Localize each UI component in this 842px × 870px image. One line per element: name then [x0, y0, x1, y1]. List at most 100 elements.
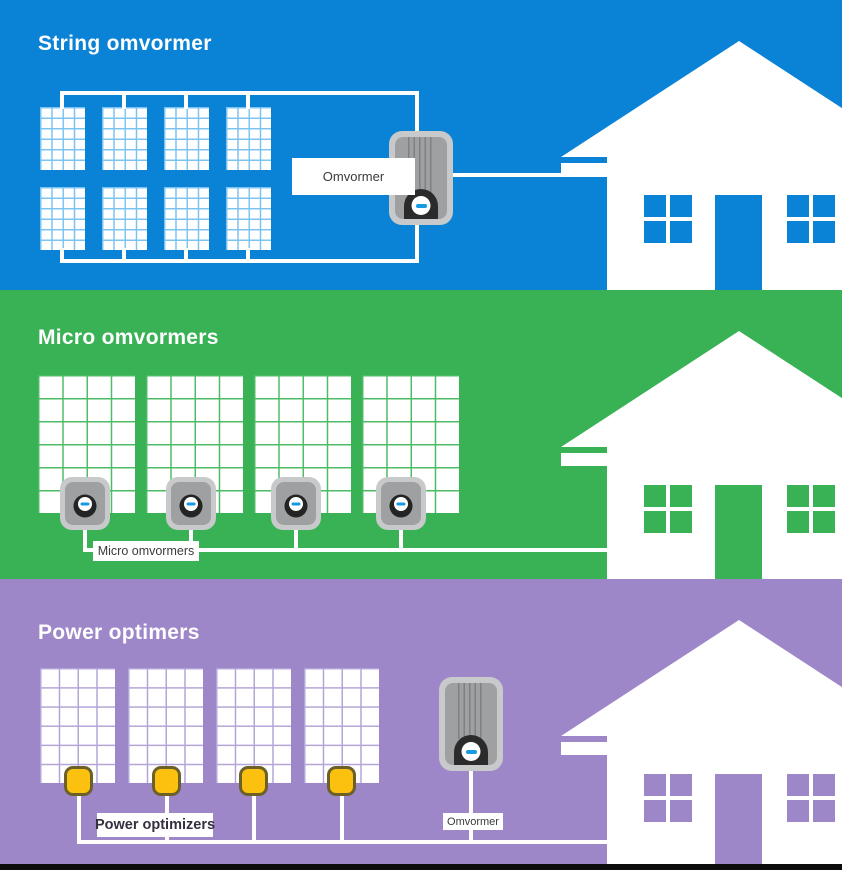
inverter-vent-stripes — [458, 683, 484, 739]
string-inverter-icon — [439, 677, 503, 771]
house-window — [644, 195, 692, 243]
window-pane — [670, 195, 692, 217]
string-inverter-icon — [389, 131, 453, 225]
power-optimizer-icon — [64, 766, 93, 796]
wire-bus — [77, 840, 607, 844]
window-pane — [670, 221, 692, 243]
wire-top-bus — [60, 91, 419, 95]
house-roof-icon — [561, 620, 842, 736]
footer-bar — [0, 864, 842, 870]
wire-stub — [340, 796, 344, 844]
window-pane — [813, 221, 835, 243]
power-optimizer-icon — [327, 766, 356, 796]
section-title: Micro omvormers — [38, 326, 219, 349]
wire-stub — [184, 248, 188, 261]
section-micro-inverters: Micro omvormers — [0, 290, 842, 579]
inverter-indicator-dash — [465, 749, 477, 754]
solar-panel — [226, 187, 271, 250]
wire-stub — [83, 530, 87, 552]
power-optimizer-icon — [152, 766, 181, 796]
inverter-face — [395, 137, 447, 219]
wire-bottom-bus — [60, 259, 419, 263]
window-pane — [813, 485, 835, 507]
inverter-indicator-arch — [454, 735, 488, 765]
section-power-optimizers: Power optimers — [0, 579, 842, 864]
window-pane — [787, 774, 809, 796]
window-pane — [644, 221, 666, 243]
inverter-label: Omvormer — [443, 813, 503, 830]
house-window — [787, 485, 835, 533]
wire-stub — [184, 93, 188, 109]
house-window — [644, 485, 692, 533]
house-window — [644, 774, 692, 822]
house-door — [715, 195, 762, 290]
window-pane — [787, 485, 809, 507]
solar-panel — [164, 187, 209, 250]
inverter-indicator-dash — [186, 502, 196, 505]
inverter-indicator-arch — [404, 189, 438, 219]
window-pane — [644, 195, 666, 217]
wire-stub — [122, 248, 126, 261]
house-eave — [561, 163, 607, 176]
window-pane — [813, 195, 835, 217]
inverter-indicator-dash — [396, 502, 406, 505]
wire-stub — [60, 93, 64, 109]
solar-panel — [216, 668, 291, 783]
window-pane — [644, 485, 666, 507]
inverter-indicator-dash — [415, 203, 427, 208]
solar-panel — [164, 107, 209, 170]
window-pane — [787, 511, 809, 533]
micro-inverter-icon — [166, 477, 216, 530]
house-window — [787, 195, 835, 243]
solar-panel — [128, 668, 203, 783]
solar-panel — [38, 375, 135, 513]
micro-inverters-label: Micro omvormers — [93, 541, 199, 561]
window-pane — [670, 511, 692, 533]
house-eave — [561, 742, 607, 755]
inverter-indicator-led — [461, 742, 481, 761]
house-eave — [561, 453, 607, 466]
window-pane — [813, 774, 835, 796]
inverter-indicator-dash — [80, 502, 90, 505]
house-roof-icon — [561, 331, 842, 447]
wire-stub — [294, 530, 298, 552]
window-pane — [787, 800, 809, 822]
wire-stub — [60, 248, 64, 261]
wire-stub — [399, 530, 403, 552]
window-pane — [813, 511, 835, 533]
wire-stub — [252, 796, 256, 844]
solar-panel — [226, 107, 271, 170]
solar-panel — [40, 107, 85, 170]
power-optimizers-label: Power optimizers — [95, 813, 215, 837]
inverter-face — [445, 683, 497, 765]
inverter-indicator-dash — [291, 502, 301, 505]
window-pane — [644, 800, 666, 822]
micro-inverter-icon — [376, 477, 426, 530]
solar-panel — [40, 668, 115, 783]
solar-panel — [102, 187, 147, 250]
solar-panel — [304, 668, 379, 783]
house-door — [715, 485, 762, 579]
section-title: String omvormer — [38, 32, 212, 55]
wire-house-feed — [450, 173, 607, 177]
window-pane — [670, 800, 692, 822]
power-optimizer-icon — [239, 766, 268, 796]
window-pane — [644, 774, 666, 796]
inverter-label: Omvormer — [292, 158, 415, 195]
window-pane — [787, 195, 809, 217]
window-pane — [670, 774, 692, 796]
window-pane — [670, 485, 692, 507]
window-pane — [787, 221, 809, 243]
house-window — [787, 774, 835, 822]
wire-stub — [77, 796, 81, 844]
wire-inverter-drop — [469, 771, 473, 844]
house-roof-icon — [561, 41, 842, 157]
wire-stub — [246, 93, 250, 109]
solar-panel — [40, 187, 85, 250]
inverter-indicator-led — [411, 196, 431, 215]
micro-inverter-icon — [271, 477, 321, 530]
wire-stub — [246, 248, 250, 261]
solar-panel — [102, 107, 147, 170]
house-door — [715, 774, 762, 864]
